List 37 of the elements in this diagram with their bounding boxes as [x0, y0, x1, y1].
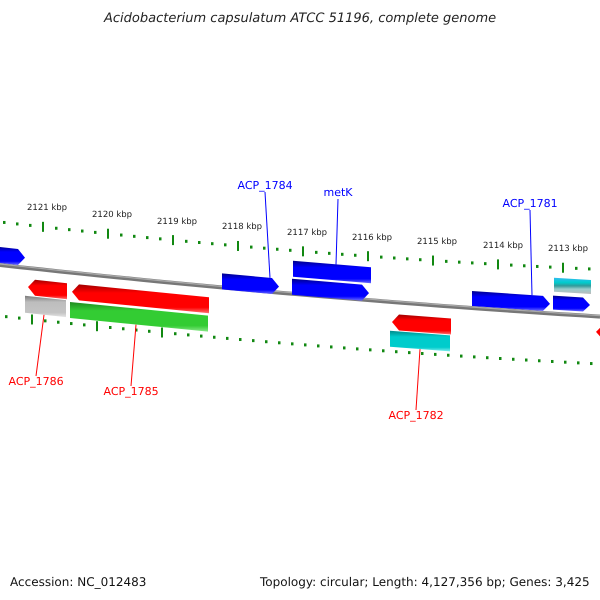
title: Acidobacterium capsulatum ATCC 51196, complete genome	[104, 12, 496, 24]
gene-feature	[553, 296, 590, 312]
gene-feature	[25, 296, 66, 318]
gene-label: ACP_1784	[238, 180, 293, 190]
scale-label: 2114 kbp	[483, 242, 524, 250]
gene-label: ACP_1785	[104, 386, 159, 396]
scale-label: 2116 kbp	[352, 234, 392, 242]
gene-label: ACP_1786	[8, 376, 64, 386]
gene-feature	[292, 278, 369, 301]
gene-label: ACP_1781	[502, 198, 558, 208]
gene-feature	[293, 260, 371, 284]
gene-feature	[0, 246, 25, 265]
scale-label: 2115 kbp	[417, 238, 458, 247]
leader-line	[264, 192, 270, 278]
leader-line	[416, 348, 420, 410]
gene-label: ACP_1782	[388, 410, 444, 420]
leader-line	[130, 324, 136, 386]
gene-feature	[28, 280, 67, 300]
gene-feature	[554, 278, 591, 294]
scale-label: 2119 kbp	[157, 218, 198, 226]
gene-feature	[222, 273, 279, 294]
scale-label: 2117 kbp	[287, 228, 328, 238]
leader-line	[530, 210, 532, 296]
gene-feature	[72, 284, 209, 314]
leader-line	[36, 314, 44, 376]
gene-feature	[70, 302, 208, 332]
scale-label: 2121 kbp	[27, 204, 68, 213]
gene-feature	[392, 314, 451, 334]
genome-stats: Topology: circular; Length: 4,127,356 bp; Genes: 3,425	[260, 576, 590, 588]
accession-text: Accession: NC_012483	[10, 576, 146, 588]
scale-label: 2118 kbp	[222, 223, 262, 232]
scale-label: 2113 kbp	[548, 245, 588, 254]
gene-feature	[472, 291, 550, 311]
gene-feature	[390, 330, 450, 352]
gene-label: metK	[324, 186, 353, 198]
leader-line	[336, 198, 338, 265]
scale-label: 2120 kbp	[92, 211, 132, 220]
